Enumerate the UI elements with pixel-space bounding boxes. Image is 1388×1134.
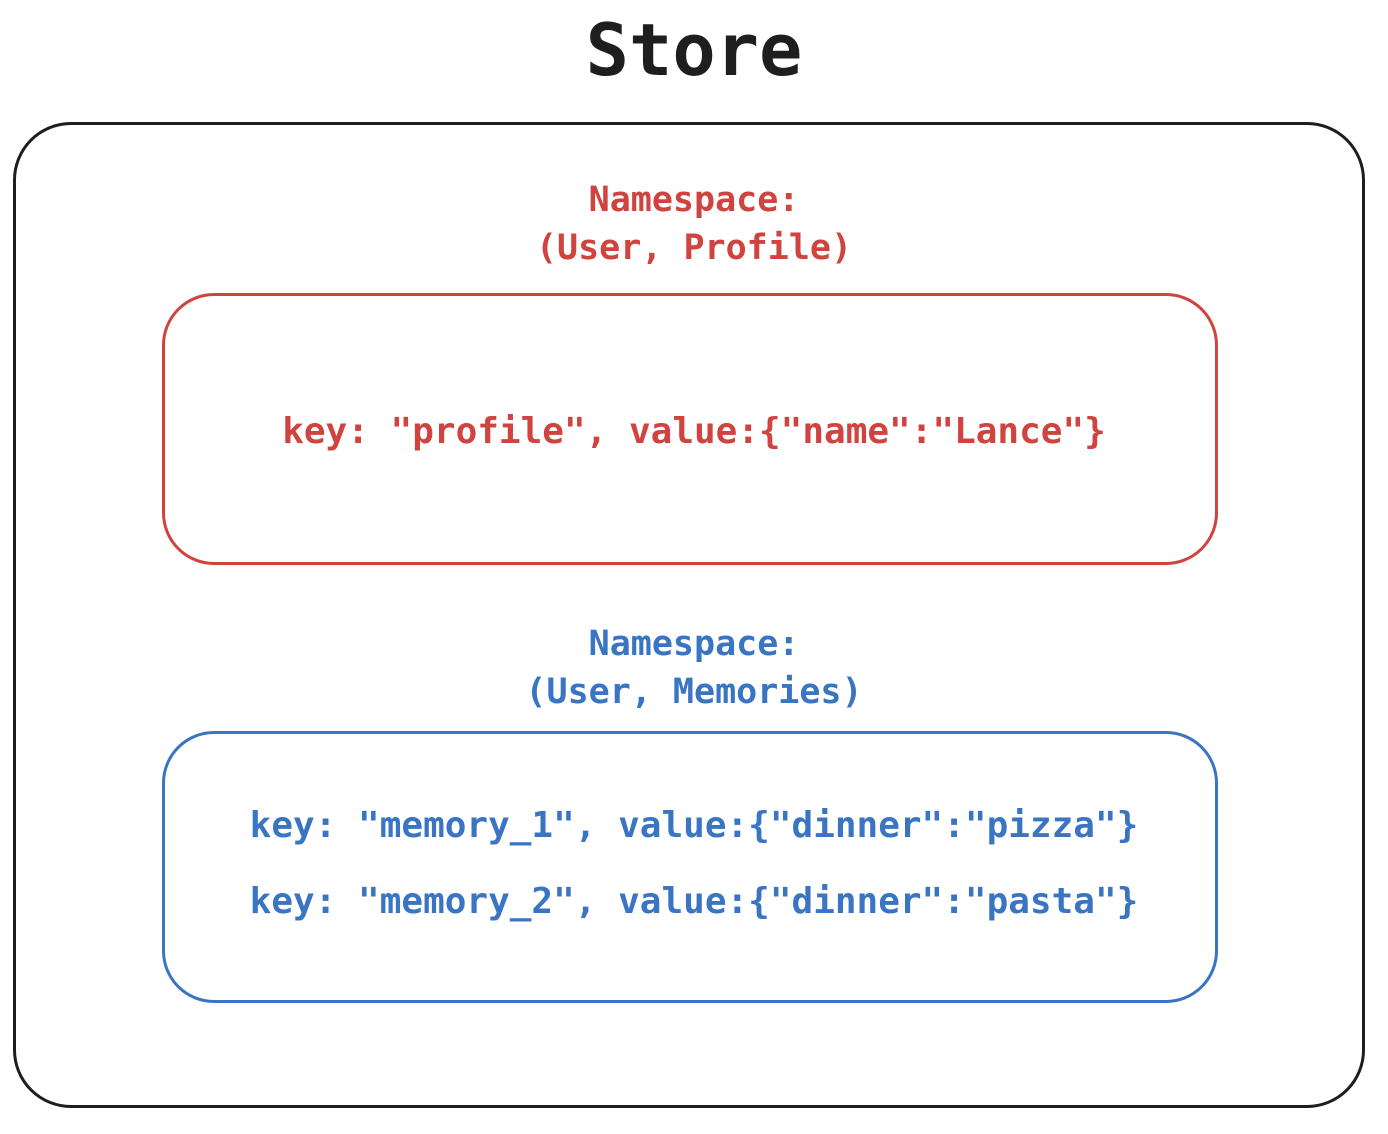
memory-entry-1: key: "memory_1", value:{"dinner":"pizza"… xyxy=(249,805,1139,846)
namespace-memories-label: Namespace: (User, Memories) xyxy=(0,620,1388,716)
namespace-profile-box xyxy=(162,293,1218,565)
store-title: Store xyxy=(585,8,803,92)
namespace-memories-box xyxy=(162,731,1218,1003)
namespace-memories-label-line2: (User, Memories) xyxy=(525,672,863,712)
store-container xyxy=(13,122,1365,1108)
namespace-memories-label-line1: Namespace: xyxy=(588,624,800,664)
profile-entry: key: "profile", value:{"name":"Lance"} xyxy=(282,411,1106,452)
namespace-profile-label: Namespace: (User, Profile) xyxy=(0,176,1388,272)
memory-entry-2: key: "memory_2", value:{"dinner":"pasta"… xyxy=(249,881,1139,922)
namespace-profile-label-line1: Namespace: xyxy=(588,180,800,220)
namespace-profile-label-line2: (User, Profile) xyxy=(535,228,853,268)
